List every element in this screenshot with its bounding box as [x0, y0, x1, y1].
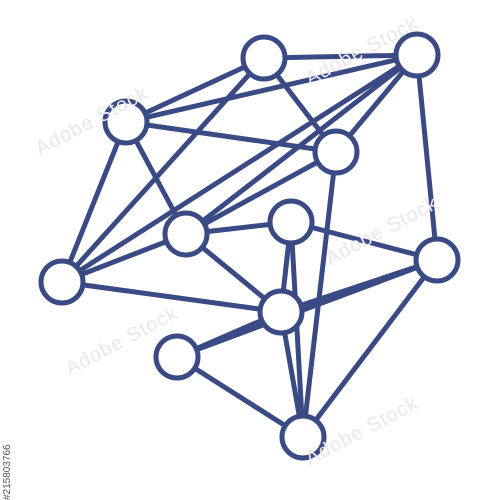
node-n8: [267, 198, 315, 246]
node-n2: [240, 34, 288, 82]
edge-n7-n9: [300, 257, 440, 440]
edge-n9-n11: [174, 354, 306, 440]
edge-n3-n5: [123, 119, 339, 155]
network-nodes: [38, 31, 461, 461]
edge-n1-n4: [59, 52, 420, 285]
edge-n1-n6: [183, 52, 420, 237]
edge-n4-n10: [59, 279, 284, 315]
edge-n7-n8: [288, 219, 440, 263]
node-n11: [153, 333, 201, 381]
edge-n1-n7: [414, 52, 440, 263]
node-n5: [312, 128, 360, 176]
node-n1: [393, 31, 441, 79]
node-n4: [38, 258, 86, 306]
edge-n2-n3: [123, 55, 267, 125]
node-n10: [257, 288, 305, 336]
edge-n2-n4: [59, 55, 267, 285]
node-n3: [102, 98, 150, 146]
stock-id-label: #215803766: [2, 444, 13, 500]
edge-n5-n6: [183, 149, 339, 237]
edge-n1-n3: [123, 52, 420, 125]
edge-n3-n4: [59, 119, 129, 285]
node-n9: [279, 413, 327, 461]
node-n7: [413, 236, 461, 284]
edge-n5-n9: [300, 149, 339, 440]
edge-n8-n9: [288, 219, 306, 440]
edge-n1-n2: [261, 52, 420, 61]
node-n6: [162, 210, 210, 258]
